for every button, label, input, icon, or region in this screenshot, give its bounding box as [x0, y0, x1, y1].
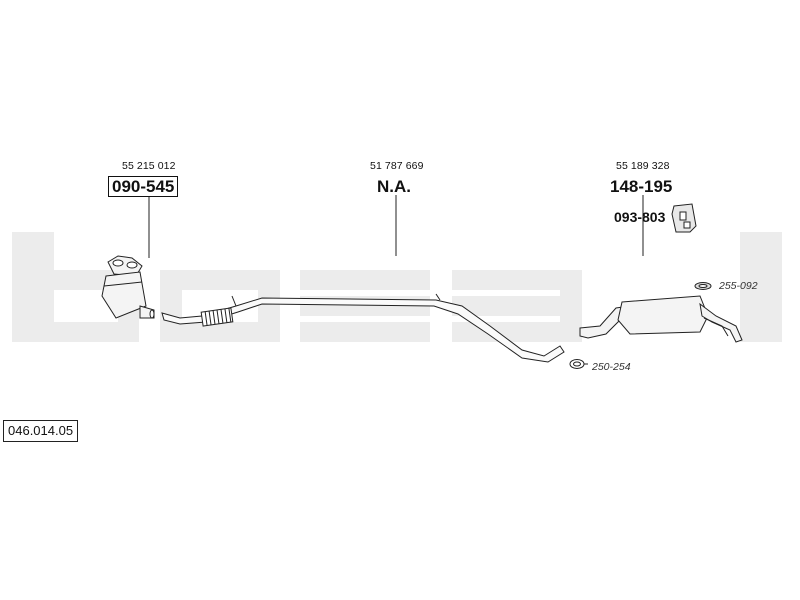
front-part-code: 090-545: [108, 176, 179, 197]
middle-part-code: N.A.: [377, 177, 411, 196]
rubber-hanger-part: [694, 282, 712, 290]
front-oem-number: 55 215 012: [122, 160, 176, 172]
catalytic-converter-part: [101, 255, 155, 319]
rear-silencer-part: [579, 295, 743, 343]
clamp-part-code: 250-254: [592, 361, 631, 373]
rear-part-code: 148-195: [610, 177, 673, 196]
rear-oem-number: 55 189 328: [616, 160, 670, 172]
middle-oem-number: 51 787 669: [370, 160, 424, 172]
rubber-bracket-part: [671, 203, 697, 233]
hanger-part-code: 255-092: [719, 280, 758, 292]
bracket-part-code: 093-803: [614, 209, 666, 225]
pipe-clamp-part: [569, 359, 588, 369]
diagram-number: 046.014.05: [3, 420, 79, 442]
middle-pipe-part: [161, 293, 565, 363]
